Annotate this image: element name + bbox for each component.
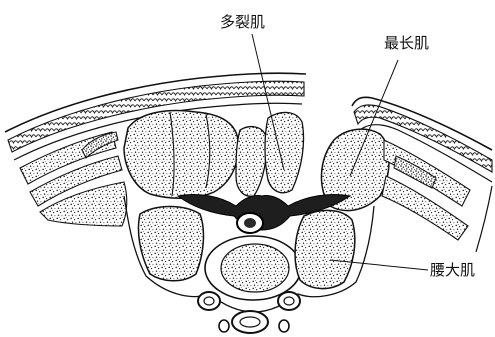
spinal-cord [244, 218, 256, 228]
right-outer-edge [476, 186, 492, 252]
right-psoas-major [295, 210, 355, 288]
label-longissimus: 最长肌 [384, 34, 429, 52]
label-psoas-major: 腰大肌 [430, 261, 475, 279]
right-multifidus [265, 112, 304, 192]
label-multifidus: 多裂肌 [220, 13, 265, 31]
aorta-lumen [240, 317, 260, 327]
small-vessel-left [219, 320, 229, 332]
vessel-right-lumen [284, 297, 294, 305]
vessel-left-lumen [204, 297, 214, 305]
left-psoas [138, 207, 203, 281]
right-erector-spinae [265, 112, 304, 192]
left-erector-spinae [124, 111, 267, 199]
nucleus-pulposus [221, 244, 289, 292]
left-multifidus [236, 127, 267, 197]
left-longissimus-mass [124, 111, 238, 199]
small-vessel-right [279, 320, 289, 332]
